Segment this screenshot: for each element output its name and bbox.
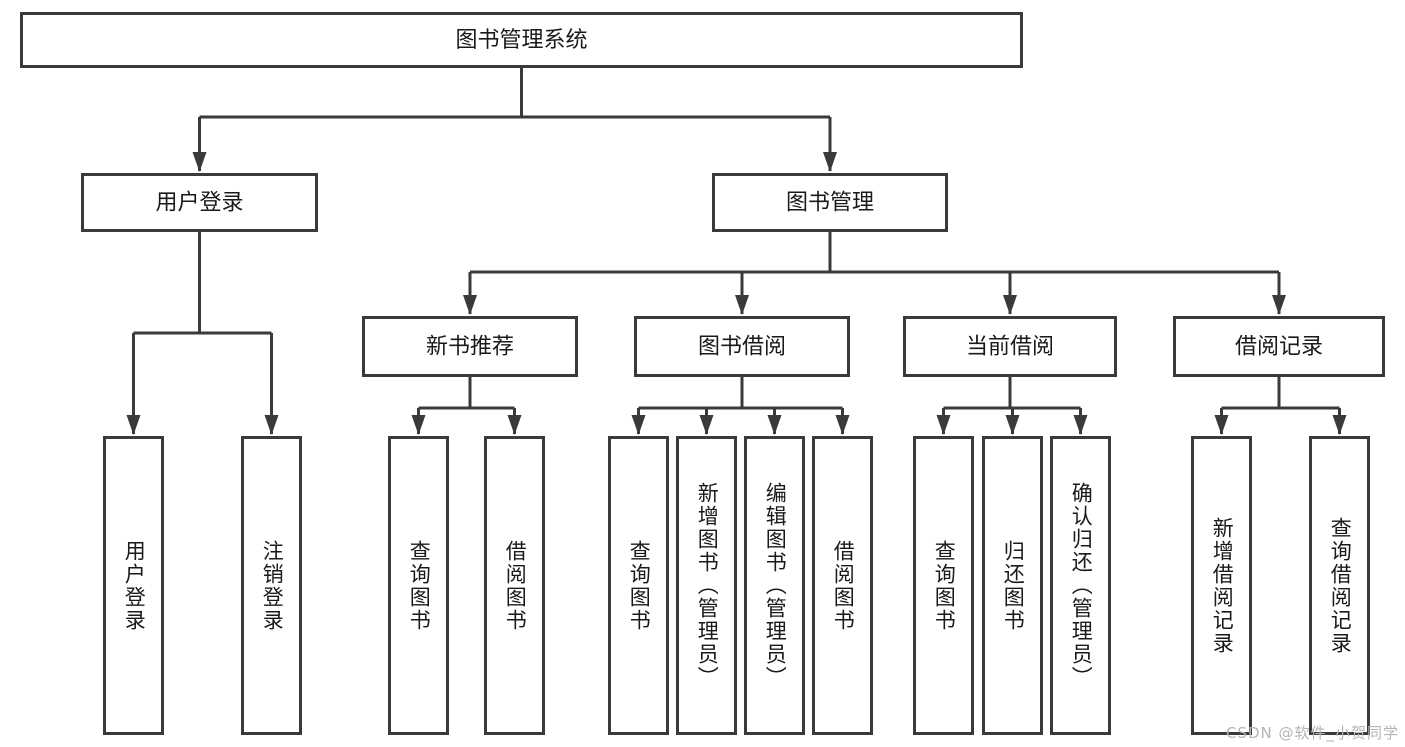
node-leaf-3[interactable] — [484, 436, 545, 735]
node-level1-1[interactable] — [712, 173, 948, 232]
arrow-head-icon — [507, 415, 522, 435]
arrow-head-icon — [1272, 295, 1286, 315]
arrow-head-icon — [767, 415, 782, 435]
arrow-head-icon — [823, 152, 837, 172]
node-level1-0[interactable] — [81, 173, 318, 232]
node-root-label: 图书管理系统 — [455, 28, 587, 53]
node-box-layer — [20, 12, 1385, 735]
node-level2-2-label: 当前借阅 — [966, 335, 1054, 360]
node-leaf-2[interactable] — [388, 436, 449, 735]
node-leaf-4[interactable] — [608, 436, 669, 735]
watermark-text: CSDN @软件_小贺同学 — [1225, 724, 1399, 742]
arrow-head-icon — [192, 152, 207, 172]
arrow-head-icon — [631, 415, 646, 435]
node-level1-1-label: 图书管理 — [786, 191, 874, 216]
node-level2-2[interactable] — [903, 316, 1117, 377]
arrow-head-icon — [1005, 415, 1020, 435]
node-leaf-10[interactable] — [1050, 436, 1111, 735]
node-level2-1-label: 图书借阅 — [698, 335, 786, 360]
arrow-head-icon — [264, 415, 279, 435]
node-leaf-11[interactable] — [1191, 436, 1252, 735]
node-root[interactable] — [20, 12, 1023, 68]
node-level2-3[interactable] — [1173, 316, 1385, 377]
arrow-head-icon — [463, 295, 477, 315]
node-level2-0[interactable] — [362, 316, 578, 377]
arrow-head-icon — [699, 415, 714, 435]
node-leaf-9[interactable] — [982, 436, 1043, 735]
arrow-head-icon — [936, 415, 951, 435]
arrow-head-icon — [411, 415, 426, 435]
node-level2-1[interactable] — [634, 316, 850, 377]
arrow-head-icon — [126, 415, 141, 435]
arrow-head-icon — [835, 415, 850, 435]
node-leaf-0[interactable] — [103, 436, 164, 735]
node-leaf-8[interactable] — [913, 436, 974, 735]
node-level2-3-label: 借阅记录 — [1235, 335, 1323, 360]
arrow-head-icon — [1003, 295, 1017, 315]
node-leaf-5[interactable] — [676, 436, 737, 735]
node-level2-0-label: 新书推荐 — [426, 335, 514, 360]
node-level1-0-label: 用户登录 — [155, 191, 243, 216]
arrow-head-icon — [1214, 415, 1229, 435]
arrow-head-icon — [1332, 415, 1347, 435]
arrow-head-icon — [1073, 415, 1088, 435]
node-leaf-7[interactable] — [812, 436, 873, 735]
connector-layer — [126, 68, 1347, 435]
node-leaf-12[interactable] — [1309, 436, 1370, 735]
arrow-head-icon — [735, 295, 749, 315]
node-leaf-1[interactable] — [241, 436, 302, 735]
node-leaf-6[interactable] — [744, 436, 805, 735]
